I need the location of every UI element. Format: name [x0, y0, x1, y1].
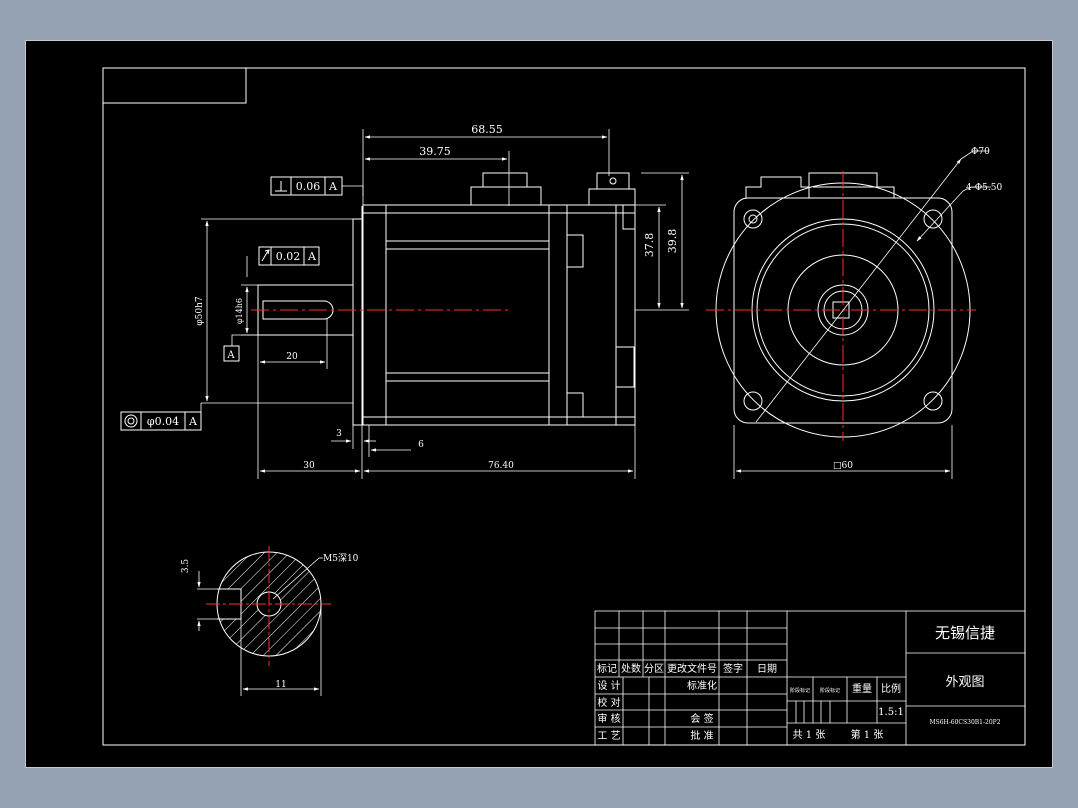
perpendicularity-icon [275, 181, 287, 192]
dim-3: 3 [336, 429, 342, 439]
concentricity-icon [124, 414, 138, 428]
svg-text:重量: 重量 [852, 682, 872, 695]
dim-39-8: 39.8 [666, 229, 679, 254]
svg-text:φ0.04: φ0.04 [147, 415, 179, 428]
side-dimensions [200, 129, 689, 479]
dim-6: 6 [418, 440, 424, 450]
svg-text:批 准: 批 准 [690, 729, 713, 742]
mount-hole-br [923, 391, 943, 411]
drawing-canvas[interactable]: 68.55 39.75 37.8 39.8 30 76.40 20 3 6 φ5… [26, 41, 1052, 767]
front-dimensions [733, 150, 991, 479]
svg-text:A: A [188, 415, 198, 428]
svg-text:比例: 比例 [881, 682, 901, 695]
svg-text:处数: 处数 [621, 662, 641, 675]
mount-hole-tr [923, 209, 943, 229]
connector-left [470, 172, 542, 205]
svg-text:A: A [226, 350, 235, 361]
svg-text:设 计: 设 计 [597, 679, 620, 692]
svg-text:A: A [328, 180, 338, 193]
datum-a-box: A [223, 345, 240, 362]
svg-text:第 1 张: 第 1 张 [851, 728, 884, 741]
dim-68-55: 68.55 [471, 123, 503, 136]
inner-border [102, 67, 1026, 746]
title-company: 无锡信捷 [935, 624, 995, 642]
front-centerlines [706, 171, 976, 441]
tolerance-runout: 0.02 A [258, 246, 320, 266]
drawing-frame: 68.55 39.75 37.8 39.8 30 76.40 20 3 6 φ5… [25, 40, 1053, 768]
mount-hole-bl [743, 391, 763, 411]
svg-text:阶段标记: 阶段标记 [820, 687, 840, 694]
scale-value: 1.5:1 [878, 707, 904, 718]
flange [352, 218, 363, 426]
dim-key-height: 3.5 [181, 559, 191, 574]
svg-text:签字: 签字 [723, 662, 743, 675]
shaft-section-view: M5深10 3.5 11 [181, 546, 359, 696]
title-block [594, 610, 1026, 746]
svg-text:工 艺: 工 艺 [597, 730, 620, 742]
title-model: MS6H-60CS30B1-20P2 [929, 719, 1000, 726]
svg-text:审 核: 审 核 [597, 712, 620, 725]
dim-30: 30 [303, 461, 315, 471]
dim-11: 11 [275, 680, 286, 690]
corner-code-box [102, 67, 247, 104]
svg-text:会 签: 会 签 [690, 712, 713, 725]
svg-text:0.06: 0.06 [296, 180, 321, 193]
side-view [257, 172, 636, 426]
title-drawing: 外观图 [945, 675, 984, 690]
motor-body [362, 204, 636, 426]
dim-screw-m5: M5深10 [323, 553, 359, 564]
svg-text:阶段标记: 阶段标记 [790, 687, 810, 694]
svg-text:校 对: 校 对 [597, 696, 620, 709]
svg-text:更改文件号: 更改文件号 [667, 662, 717, 675]
dim-76-40: 76.40 [488, 461, 514, 471]
svg-text:0.02: 0.02 [276, 250, 301, 263]
svg-text:分区: 分区 [644, 663, 664, 675]
dim-39-75: 39.75 [419, 145, 451, 158]
dim-holes: 4-Φ5.50 [966, 183, 1002, 193]
connector-right [588, 172, 636, 205]
dim-20: 20 [286, 352, 298, 362]
dim-phi14h6: φ14h6 [235, 298, 244, 324]
svg-text:标准化: 标准化 [687, 679, 717, 692]
tolerance-concentricity: φ0.04 A [120, 411, 202, 431]
runout-icon [261, 249, 270, 262]
dim-phi50h7: φ50h7 [195, 296, 205, 326]
dim-square-60: □60 [833, 461, 853, 471]
svg-text:A: A [307, 250, 317, 263]
svg-text:共 1 张: 共 1 张 [793, 729, 826, 741]
dim-phi70: Φ70 [971, 147, 990, 157]
dim-37-8: 37.8 [643, 233, 656, 258]
tolerance-perpendicularity: 0.06 A [270, 176, 343, 196]
mount-hole-tl [743, 209, 763, 229]
svg-text:标记: 标记 [597, 663, 617, 675]
keyway [262, 300, 334, 320]
svg-text:日期: 日期 [757, 663, 777, 675]
